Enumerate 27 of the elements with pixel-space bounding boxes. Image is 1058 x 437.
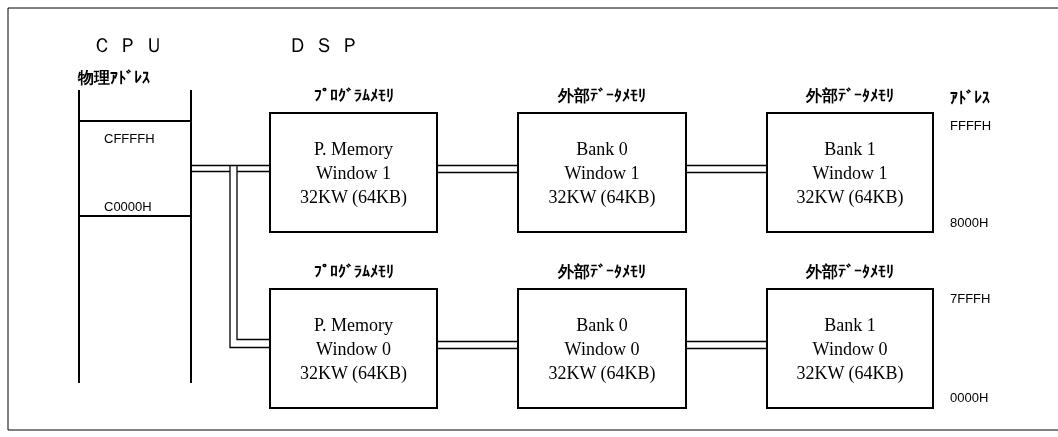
box-heading: 外部ﾃﾞｰﾀﾒﾓﾘ <box>558 262 646 282</box>
address-label: 7FFFH <box>950 291 991 306</box>
memory-box: P. Memory Window 1 32KW (64KB) <box>269 112 438 233</box>
bus-line <box>686 164 767 174</box>
address-label: 0000H <box>950 390 989 405</box>
memory-box: Bank 0 Window 0 32KW (64KB) <box>517 288 687 409</box>
memory-box: P. Memory Window 0 32KW (64KB) <box>269 288 438 409</box>
box-heading: ﾌﾟﾛｸﾞﾗﾑﾒﾓﾘ <box>313 86 394 106</box>
memory-box: Bank 1 Window 1 32KW (64KB) <box>766 112 934 233</box>
box-heading: 外部ﾃﾞｰﾀﾒﾓﾘ <box>806 262 894 282</box>
bus-line <box>437 340 518 350</box>
memory-box: Bank 1 Window 0 32KW (64KB) <box>766 288 934 409</box>
box-heading: 外部ﾃﾞｰﾀﾒﾓﾘ <box>558 86 646 106</box>
bus-line <box>686 340 767 350</box>
memory-box: Bank 0 Window 1 32KW (64KB) <box>517 112 687 233</box>
address-label: C0000H <box>104 199 152 214</box>
box-heading: 外部ﾃﾞｰﾀﾒﾓﾘ <box>806 86 894 106</box>
address-label: CFFFFH <box>104 131 155 146</box>
bus-line <box>437 164 518 174</box>
address-label: 8000H <box>950 215 989 230</box>
section-heading: ＣＰＵ <box>92 32 170 59</box>
address-label: FFFFH <box>950 118 992 133</box>
section-heading: ＤＳＰ <box>288 32 366 59</box>
column-heading: 物理ｱﾄﾞﾚｽ <box>78 68 150 88</box>
column-heading: ｱﾄﾞﾚｽ <box>950 88 990 107</box>
bus-line <box>191 164 270 349</box>
box-heading: ﾌﾟﾛｸﾞﾗﾑﾒﾓﾘ <box>313 262 394 282</box>
